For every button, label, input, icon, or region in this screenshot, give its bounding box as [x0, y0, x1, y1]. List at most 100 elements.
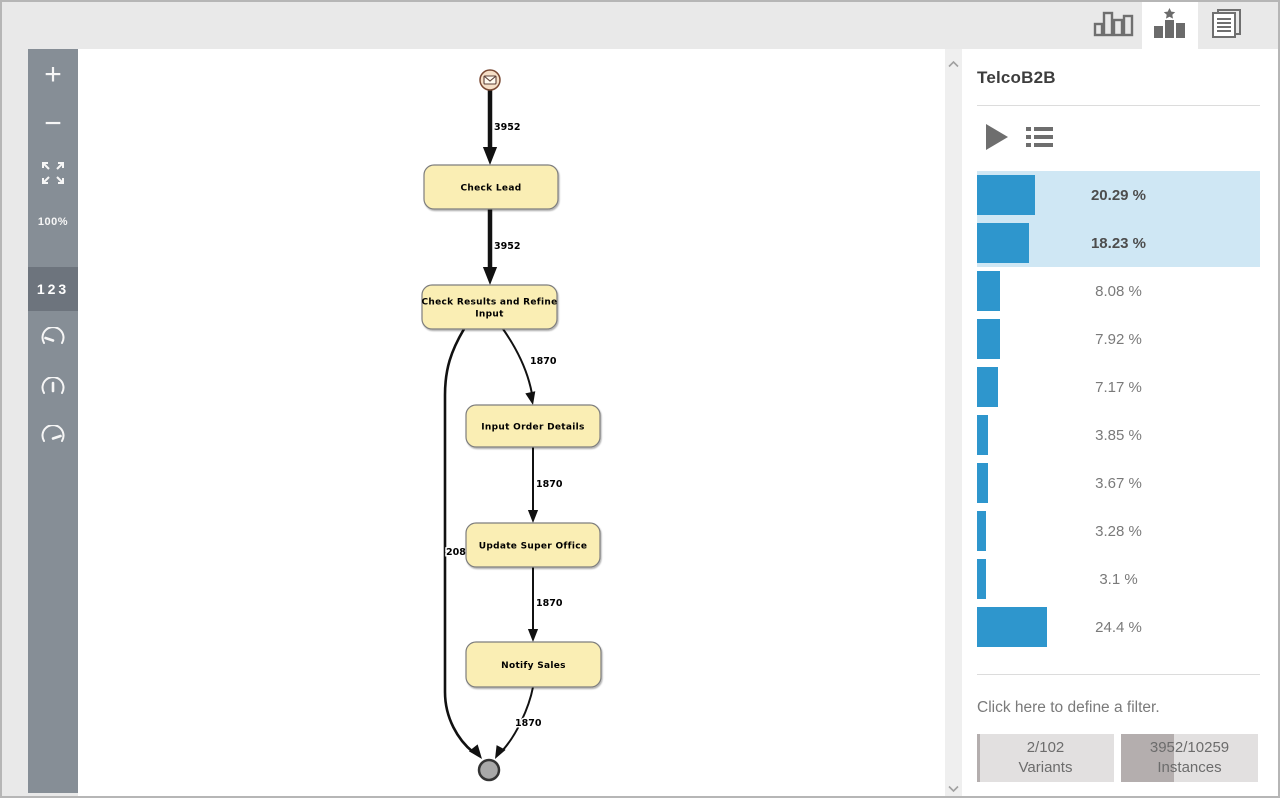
- edge-count-label: 1870: [536, 479, 563, 490]
- divider: [977, 674, 1260, 675]
- node-label: Input: [475, 310, 504, 320]
- edge-count-label: 1870: [530, 356, 557, 367]
- speed-medium-button[interactable]: [28, 365, 78, 409]
- scroll-up-icon[interactable]: [947, 55, 960, 68]
- variant-row[interactable]: 3.85 %: [977, 411, 1260, 459]
- variant-percentage: 8.08 %: [1095, 282, 1142, 300]
- node-start[interactable]: [479, 69, 501, 91]
- zoom-in-button[interactable]: +: [28, 53, 78, 97]
- gauge-fast-icon: [40, 423, 66, 446]
- edge-count-label: 3952: [494, 122, 520, 133]
- variant-percentage: 18.23 %: [1090, 234, 1147, 252]
- list-icon: [1026, 127, 1053, 151]
- play-variants-button[interactable]: [986, 124, 1008, 153]
- diagram-toolbar: + − 100% 123: [28, 49, 78, 793]
- edge-update-super-office-to-notify-sales[interactable]: 1870: [527, 567, 564, 642]
- instances-count-value: 3952/10259: [1149, 739, 1230, 756]
- zoom-level-indicator: 100%: [37, 216, 69, 228]
- define-filter-link[interactable]: Click here to define a filter.: [977, 699, 1160, 716]
- edge-check-lead-to-check-results[interactable]: 3952: [482, 209, 522, 285]
- variant-frequency-bar: [977, 223, 1030, 263]
- variant-row[interactable]: 18.23 %: [977, 219, 1260, 267]
- node-label: Notify Sales: [501, 661, 566, 671]
- variant-row[interactable]: 3.67 %: [977, 459, 1260, 507]
- panel-actions: [977, 106, 1260, 171]
- divider: [977, 105, 1260, 106]
- node-label: Check Results and Refine: [421, 298, 557, 308]
- variant-row[interactable]: 7.17 %: [977, 363, 1260, 411]
- variant-percentage: 3.1 %: [1099, 570, 1138, 588]
- variant-frequency-bar: [977, 175, 1036, 215]
- expand-icon: [42, 161, 64, 187]
- top-bar: [2, 2, 1278, 49]
- edge-count-label: 3952: [494, 241, 520, 252]
- play-icon: [986, 124, 1008, 153]
- zoom-out-button[interactable]: −: [28, 102, 78, 146]
- frequency-mode-button[interactable]: 123: [28, 267, 78, 311]
- scroll-down-icon[interactable]: [947, 780, 960, 793]
- node-label: Check Lead: [461, 184, 522, 194]
- variant-percentage: 3.67 %: [1095, 474, 1142, 492]
- variant-row[interactable]: 3.28 %: [977, 507, 1260, 555]
- variant-percentage: 24.4 %: [1095, 618, 1142, 636]
- node-end[interactable]: [477, 758, 501, 782]
- variant-frequency-bar: [977, 607, 1047, 647]
- speed-slow-button[interactable]: [28, 315, 78, 359]
- variants-count-fill: [977, 734, 980, 782]
- node-check-lead[interactable]: Check Lead: [423, 164, 559, 210]
- variant-percentage: 3.85 %: [1095, 426, 1142, 444]
- variant-list-button[interactable]: [1026, 126, 1053, 151]
- node-notify-sales[interactable]: Notify Sales: [465, 641, 602, 688]
- report-icon: [1209, 8, 1243, 43]
- variant-row[interactable]: 20.29 %: [977, 171, 1260, 219]
- variant-list: 20.29 % 18.23 % 8.08 % 7.92 % 7.17 % 3.85 % 3.…: [977, 171, 1260, 651]
- tab-charts[interactable]: [1086, 2, 1142, 49]
- node-input-order-details[interactable]: Input Order Details: [465, 404, 601, 448]
- variants-count-value: 2/102: [1026, 739, 1065, 756]
- instances-count-label: Instances: [1157, 759, 1222, 776]
- speed-fast-button[interactable]: [28, 413, 78, 457]
- tab-variants[interactable]: [1142, 2, 1198, 49]
- node-label: Update Super Office: [479, 542, 588, 552]
- instances-count-box[interactable]: 3952/10259 Instances: [1121, 734, 1258, 782]
- star-bar-chart-icon: [1153, 8, 1187, 43]
- panel-title: TelcoB2B: [977, 68, 1056, 87]
- edge-input-order-details-to-update-super-office[interactable]: 1870: [527, 447, 564, 523]
- variant-frequency-bar: [977, 367, 998, 407]
- edge-check-results-to-input-order-details[interactable]: 1870: [502, 328, 558, 406]
- canvas-scrollbar[interactable]: [945, 49, 962, 796]
- edge-notify-sales-to-end[interactable]: 1870: [490, 686, 543, 761]
- fit-to-screen-button[interactable]: [28, 152, 78, 196]
- variant-percentage: 3.28 %: [1095, 522, 1142, 540]
- variant-frequency-bar: [977, 463, 988, 503]
- variant-percentage: 7.92 %: [1095, 330, 1142, 348]
- stats-row: 2/102 Variants 3952/10259 Instances: [977, 734, 1260, 782]
- variant-frequency-bar: [977, 319, 1000, 359]
- variant-row[interactable]: 24.4 %: [977, 603, 1260, 651]
- envelope-icon: [483, 75, 497, 85]
- instances-count-fill: [1121, 734, 1174, 782]
- variant-frequency-bar: [977, 559, 986, 599]
- gauge-medium-icon: [40, 375, 66, 398]
- bar-chart-outline-icon: [1093, 9, 1135, 42]
- variant-row[interactable]: 8.08 %: [977, 267, 1260, 315]
- variant-frequency-bar: [977, 271, 1001, 311]
- variant-percentage: 7.17 %: [1095, 378, 1142, 396]
- gauge-slow-icon: [40, 325, 66, 348]
- edge-count-label: 1870: [515, 718, 542, 729]
- variant-frequency-bar: [977, 415, 988, 455]
- tab-report[interactable]: [1198, 2, 1254, 49]
- edge-start-to-check-lead[interactable]: 3952: [482, 90, 522, 165]
- variant-row[interactable]: 3.1 %: [977, 555, 1260, 603]
- node-update-super-office[interactable]: Update Super Office: [465, 522, 601, 568]
- variants-count-box[interactable]: 2/102 Variants: [977, 734, 1114, 782]
- variants-count-label: Variants: [1018, 759, 1073, 776]
- variant-frequency-bar: [977, 511, 987, 551]
- variants-panel: TelcoB2B 20.29 % 18.23 % 8.08 % 7.92 % 7.17 …: [962, 49, 1278, 796]
- variant-row[interactable]: 7.92 %: [977, 315, 1260, 363]
- variant-percentage: 20.29 %: [1090, 186, 1147, 204]
